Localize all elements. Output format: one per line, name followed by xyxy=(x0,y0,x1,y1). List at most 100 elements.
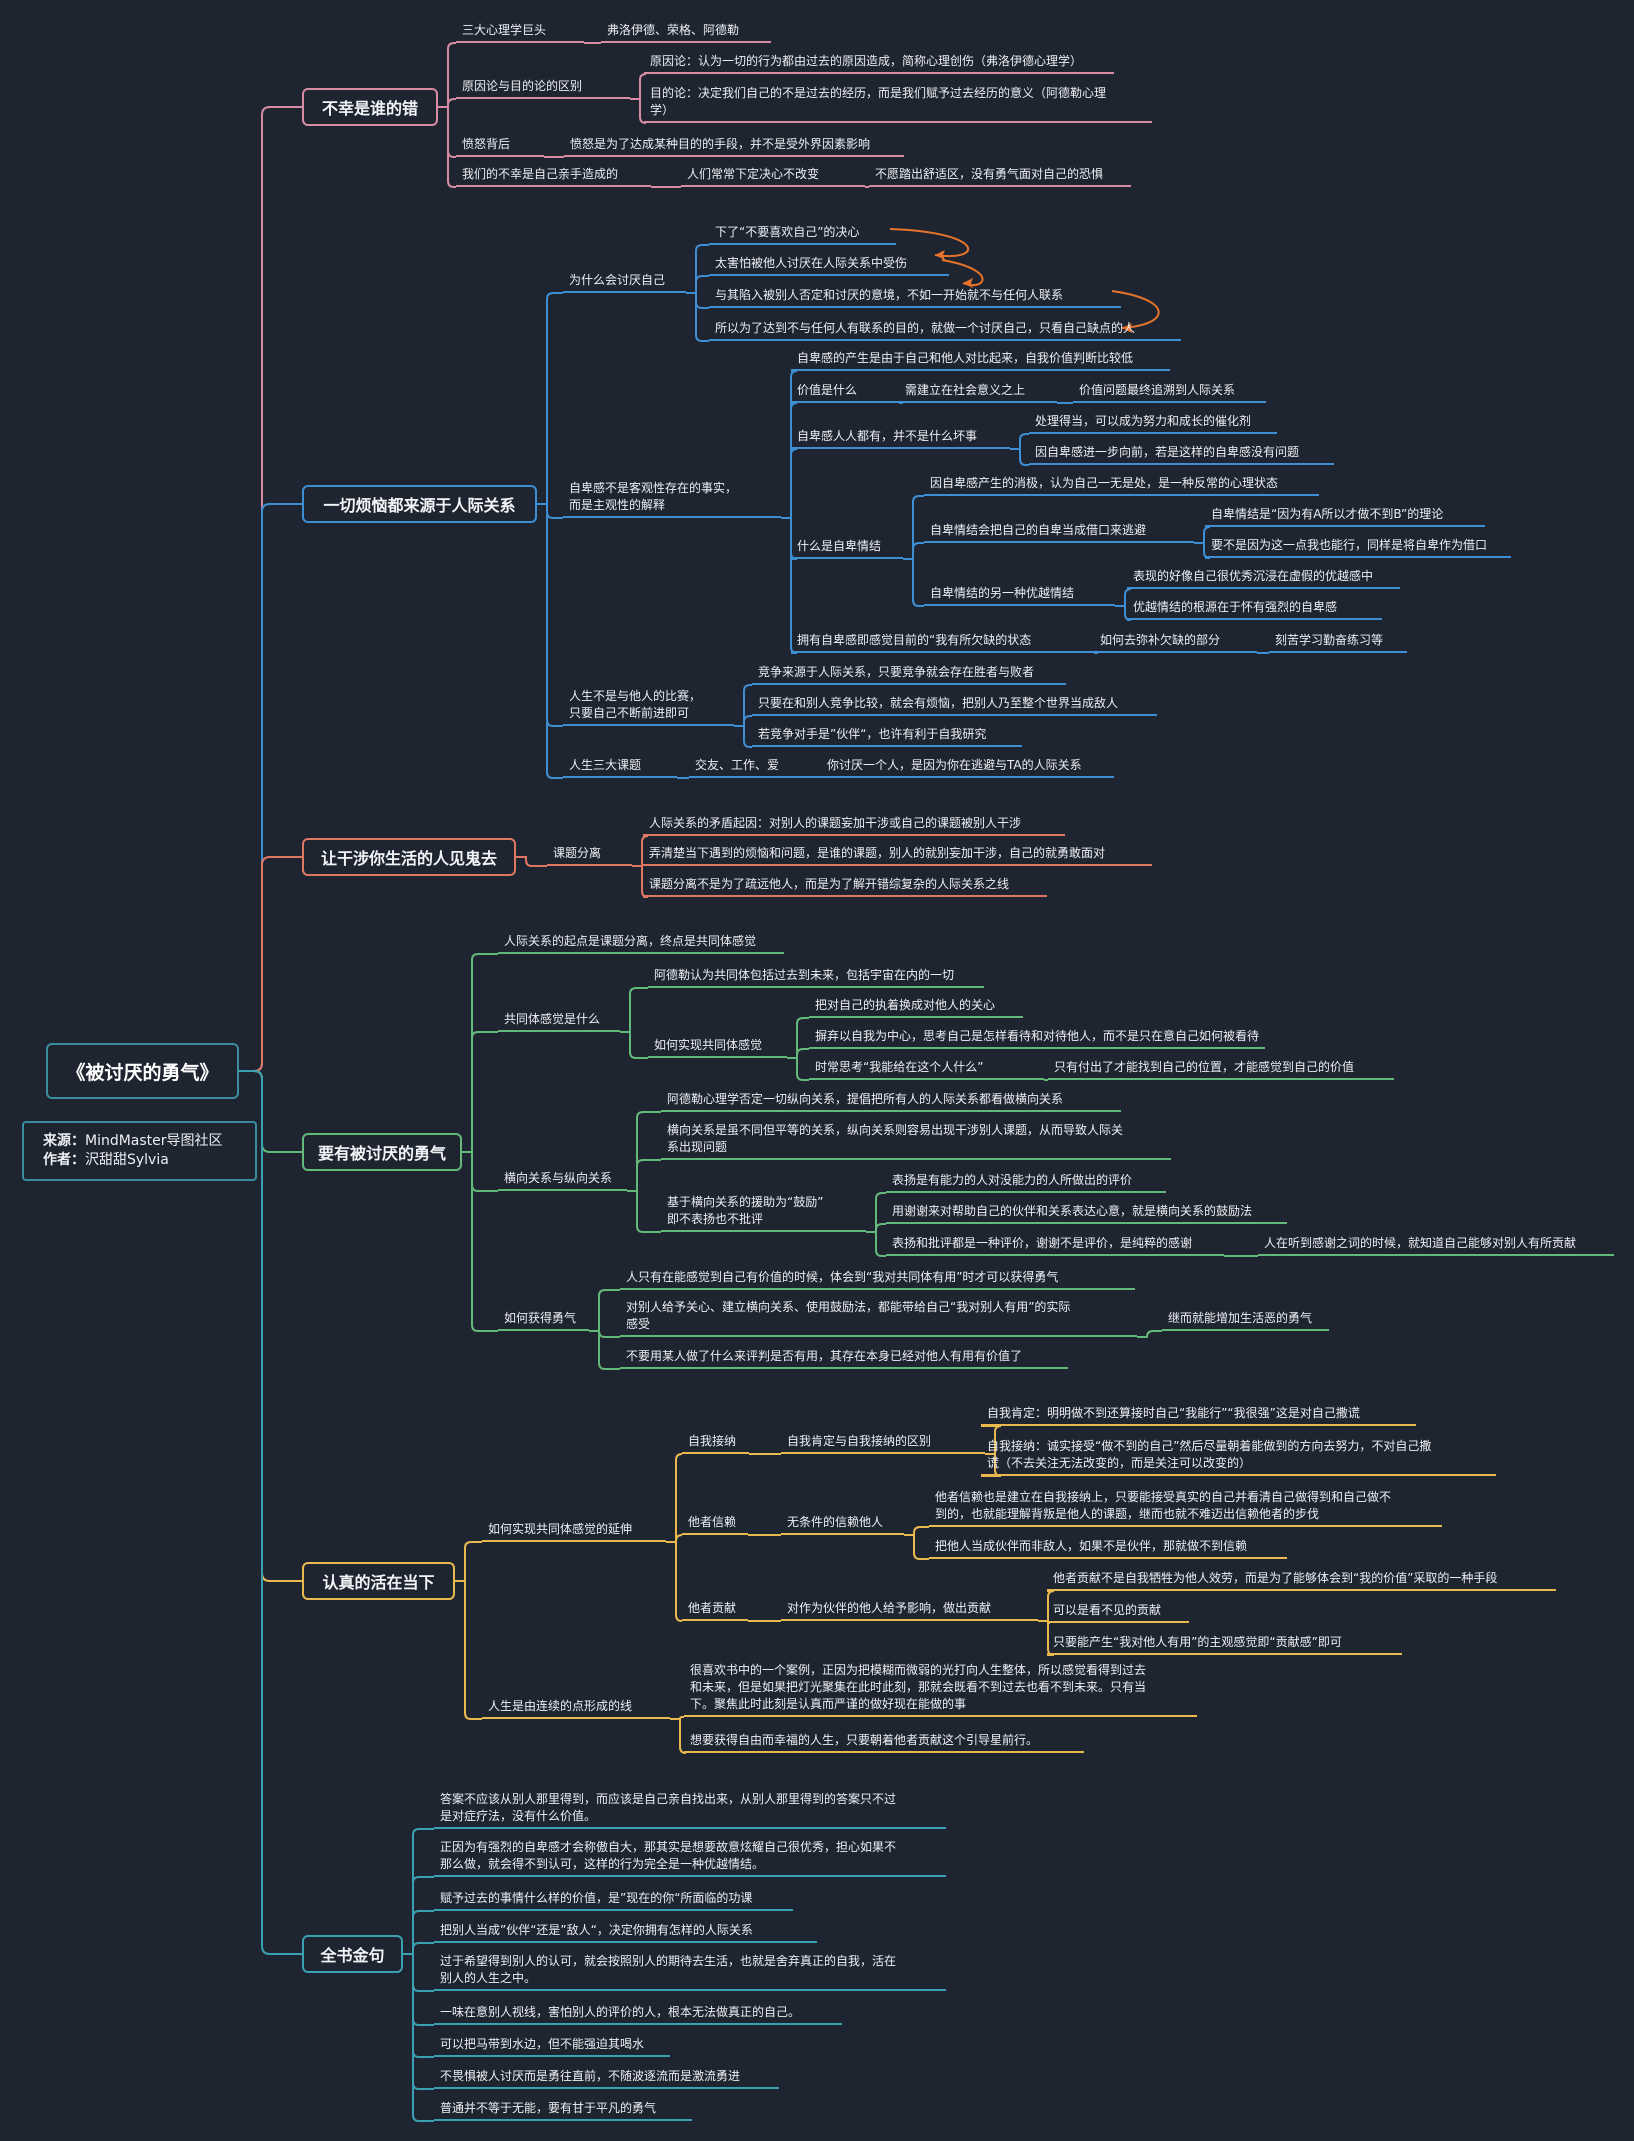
branch-topic-3[interactable]: 让干涉你生活的人见鬼去 xyxy=(302,838,516,876)
root-topic[interactable]: 《被讨厌的勇气》 xyxy=(46,1043,239,1099)
topic-node-2-4[interactable]: 与其陷入被别人否定和讨厌的意境，不如一开始就不与任何人联系 xyxy=(709,285,1121,308)
topic-node-2-9[interactable]: 需建立在社会意义之上 xyxy=(899,380,1057,403)
topic-node-2-29[interactable]: 人生三大课题 xyxy=(563,755,677,778)
topic-node-1-2[interactable]: 弗洛伊德、荣格、阿德勒 xyxy=(601,20,771,43)
topic-node-5-13[interactable]: 可以是看不见的贡献 xyxy=(1047,1600,1189,1623)
topic-node-2-23[interactable]: 如何去弥补欠缺的部分 xyxy=(1094,630,1257,653)
topic-node-4-16[interactable]: 人在听到感谢之词的时候，就知道自己能够对别人有所贡献 xyxy=(1258,1233,1614,1256)
topic-node-2-18[interactable]: 要不是因为这一点我也能行，同样是将自卑作为借口 xyxy=(1205,535,1511,558)
topic-node-4-11[interactable]: 横向关系是虽不同但平等的关系，纵向关系则容易出现干涉别人课题，从而导致人际关 系… xyxy=(661,1120,1171,1160)
topic-node-2-28[interactable]: 若竞争对手是”伙伴“，也许有利于自我研究 xyxy=(752,724,1022,747)
topic-node-2-17[interactable]: 自卑情结是“因为有A所以才做不到B”的理论 xyxy=(1205,504,1485,527)
topic-node-2-15[interactable]: 因自卑感产生的消极，认为自己一无是处，是一种反常的心理状态 xyxy=(924,473,1319,496)
topic-node-5-17[interactable]: 想要获得自由而幸福的人生，只要朝着他者贡献这个引导星前行。 xyxy=(684,1730,1084,1753)
topic-node-5-15[interactable]: 人生是由连续的点形成的线 xyxy=(482,1696,670,1719)
topic-node-5-8[interactable]: 他者信赖也是建立在自我接纳上，只要能接受真实的自己并看清自己做得到和自己做不 到… xyxy=(929,1487,1442,1527)
topic-node-5-4[interactable]: 自我肯定：明明做不到还算接时自己“我能行”“我很强”这是对自己撒谎 xyxy=(981,1403,1416,1426)
topic-node-2-20[interactable]: 表现的好像自己很优秀沉浸在虚假的优越感中 xyxy=(1127,566,1400,589)
topic-node-4-19[interactable]: 对别人给予关心、建立横向关系、使用鼓励法，都能带给自己“我对别人有用”的实际 感… xyxy=(620,1297,1137,1337)
topic-node-2-14[interactable]: 什么是自卑情结 xyxy=(791,536,903,559)
topic-node-2-25[interactable]: 人生不是与他人的比赛， 只要自己不断前进即可 xyxy=(563,686,734,726)
topic-node-5-7[interactable]: 无条件的信赖他人 xyxy=(781,1512,904,1535)
topic-node-1-3[interactable]: 原因论与目的论的区别 xyxy=(456,76,630,99)
topic-node-2-12[interactable]: 处理得当，可以成为努力和成长的催化剂 xyxy=(1029,411,1277,434)
topic-node-6-7[interactable]: 可以把马带到水边，但不能强迫其喝水 xyxy=(434,2034,670,2057)
topic-node-2-6[interactable]: 自卑感不是客观性存在的事实， 而是主观性的解释 xyxy=(563,478,781,518)
topic-node-5-1[interactable]: 如何实现共同体感觉的延伸 xyxy=(482,1519,666,1542)
topic-node-4-1[interactable]: 人际关系的起点是课题分离，终点是共同体感觉 xyxy=(498,931,784,954)
topic-node-6-3[interactable]: 赋予过去的事情什么样的价值，是”现在的你“所面临的功课 xyxy=(434,1888,793,1911)
topic-node-5-10[interactable]: 他者贡献 xyxy=(682,1598,748,1621)
topic-node-1-7[interactable]: 愤怒是为了达成某种目的的手段，并不是受外界因素影响 xyxy=(564,134,904,157)
topic-node-5-3[interactable]: 自我肯定与自我接纳的区别 xyxy=(781,1431,985,1454)
topic-node-2-1[interactable]: 为什么会讨厌自己 xyxy=(563,270,686,293)
topic-node-5-12[interactable]: 他者贡献不是自我牺牲为他人效劳，而是为了能够体会到“我的价值”采取的一种手段 xyxy=(1047,1568,1556,1591)
topic-node-5-2[interactable]: 自我接纳 xyxy=(682,1431,749,1454)
branch-topic-4[interactable]: 要有被讨厌的勇气 xyxy=(302,1133,462,1171)
topic-node-6-5[interactable]: 过于希望得到别人的认可，就会按照别人的期待去生活，也就是舍弃真正的自我，活在 别… xyxy=(434,1951,946,1991)
topic-node-3-4[interactable]: 课题分离不是为了疏远他人，而是为了解开错综复杂的人际关系之线 xyxy=(643,874,1047,897)
topic-node-2-26[interactable]: 竞争来源于人际关系，只要竞争就会存在胜者与败者 xyxy=(752,662,1066,685)
topic-node-2-8[interactable]: 价值是什么 xyxy=(791,380,903,403)
branch-topic-1[interactable]: 不幸是谁的错 xyxy=(302,88,438,126)
topic-node-4-12[interactable]: 基于横向关系的援助为“鼓励” 即不表扬也不批评 xyxy=(661,1192,866,1232)
topic-node-2-3[interactable]: 太害怕被他人讨厌在人际关系中受伤 xyxy=(709,253,949,276)
topic-node-1-6[interactable]: 愤怒背后 xyxy=(456,134,544,157)
topic-node-6-9[interactable]: 普通并不等于无能，要有甘于平凡的勇气 xyxy=(434,2098,692,2121)
topic-node-4-5[interactable]: 把对自己的执着换成对他人的关心 xyxy=(809,995,1023,1018)
topic-node-6-2[interactable]: 正因为有强烈的自卑感才会称傲自大，那其实是想要故意炫耀自己很优秀，担心如果不 那… xyxy=(434,1837,946,1877)
topic-node-4-13[interactable]: 表扬是有能力的人对没能力的人所做出的评价 xyxy=(886,1170,1166,1193)
topic-node-4-10[interactable]: 阿德勒心理学否定一切纵向关系，提倡把所有人的人际关系都看做横向关系 xyxy=(661,1089,1121,1112)
branch-topic-2[interactable]: 一切烦恼都来源于人际关系 xyxy=(302,485,537,523)
topic-node-5-11[interactable]: 对作为伙伴的他人给予影响，做出贡献 xyxy=(781,1598,1038,1621)
topic-node-4-3[interactable]: 阿德勒认为共同体包括过去到未来，包括宇宙在内的一切 xyxy=(648,965,984,988)
topic-node-2-11[interactable]: 自卑感人人都有，并不是什么坏事 xyxy=(791,426,1010,449)
topic-node-4-21[interactable]: 不要用某人做了什么来评判是否有用，其存在本身已经对他人有用有价值了 xyxy=(620,1346,1068,1369)
topic-node-1-4[interactable]: 原因论：认为一切的行为都由过去的原因造成，简称心理创伤（弗洛伊德心理学） xyxy=(644,51,1114,74)
topic-node-2-16[interactable]: 自卑情结会把自己的自卑当成借口来逃避 xyxy=(924,520,1194,543)
topic-node-4-7[interactable]: 时常思考“我能给在这个人什么” xyxy=(809,1057,1044,1080)
topic-node-6-6[interactable]: 一味在意别人视线，害怕别人的评价的人，根本无法做真正的自己。 xyxy=(434,2002,842,2025)
topic-node-5-14[interactable]: 只要能产生“我对他人有用”的主观感觉即“贡献感”即可 xyxy=(1047,1632,1402,1655)
topic-node-2-27[interactable]: 只要在和别人竞争比较，就会有烦恼，把别人乃至整个世界当成敌人 xyxy=(752,693,1157,716)
topic-node-1-8[interactable]: 我们的不幸是自己亲手造成的 xyxy=(456,164,651,187)
link-4-20 xyxy=(1137,1330,1162,1338)
topic-node-1-5[interactable]: 目的论：决定我们自己的不是过去的经历，而是我们赋予过去经历的意义（阿德勒心理 学… xyxy=(644,83,1152,123)
topic-node-2-2[interactable]: 下了“不要喜欢自己”的决心 xyxy=(709,222,896,245)
topic-node-4-8[interactable]: 只有付出了才能找到自己的位置，才能感觉到自己的价值 xyxy=(1048,1057,1394,1080)
topic-node-4-17[interactable]: 如何获得勇气 xyxy=(498,1308,589,1331)
topic-node-2-5[interactable]: 所以为了达到不与任何人有联系的目的，就做一个讨厌自己，只看自己缺点的人 xyxy=(709,318,1181,341)
topic-node-4-6[interactable]: 摒弃以自我为中心，思考自己是怎样看待和对待他人，而不是只在意自己如何被看待 xyxy=(809,1026,1265,1049)
topic-node-1-9[interactable]: 人们常常下定决心不改变 xyxy=(681,164,865,187)
topic-node-6-4[interactable]: 把别人当成”伙伴“还是”敌人“，决定你拥有怎样的人际关系 xyxy=(434,1920,817,1943)
topic-node-3-3[interactable]: 弄清楚当下遇到的烦恼和问题，是谁的课题，别人的就别妄加干涉，自己的就勇敢面对 xyxy=(643,843,1152,866)
topic-node-2-31[interactable]: 你讨厌一个人，是因为你在逃避与TA的人际关系 xyxy=(821,755,1114,778)
topic-node-4-18[interactable]: 人只有在能感觉到自己有价值的时候，体会到“我对共同体有用”时才可以获得勇气 xyxy=(620,1267,1135,1290)
topic-node-4-9[interactable]: 横向关系与纵向关系 xyxy=(498,1168,627,1191)
topic-node-3-1[interactable]: 课题分离 xyxy=(547,843,632,866)
topic-node-1-10[interactable]: 不愿踏出舒适区，没有勇气面对自己的恐惧 xyxy=(869,164,1131,187)
topic-node-2-22[interactable]: 拥有自卑感即感觉目前的“我有所欠缺的状态 xyxy=(791,630,1098,653)
topic-node-2-30[interactable]: 交友、工作、爱 xyxy=(689,755,821,778)
topic-node-4-15[interactable]: 表扬和批评都是一种评价，谢谢不是评价，是纯粹的感谢 xyxy=(886,1233,1224,1256)
topic-node-2-19[interactable]: 自卑情结的另一种优越情结 xyxy=(924,583,1115,606)
topic-node-6-1[interactable]: 答案不应该从别人那里得到，而应该是自己亲自找出来，从别人那里得到的答案只不过 是… xyxy=(434,1789,946,1829)
topic-node-2-24[interactable]: 刻苦学习勤奋练习等 xyxy=(1269,630,1407,653)
topic-node-2-7[interactable]: 自卑感的产生是由于自己和他人对比起来，自我价值判断比较低 xyxy=(791,348,1170,371)
topic-node-4-4[interactable]: 如何实现共同体感觉 xyxy=(648,1035,787,1058)
topic-node-5-6[interactable]: 他者信赖 xyxy=(682,1512,748,1535)
branch-topic-6[interactable]: 全书金句 xyxy=(302,1935,403,1973)
topic-node-3-2[interactable]: 人际关系的矛盾起因：对别人的课题妄加干涉或自己的课题被别人干涉 xyxy=(643,813,1065,836)
topic-node-4-2[interactable]: 共同体感觉是什么 xyxy=(498,1009,620,1032)
topic-node-2-13[interactable]: 因自卑感进一步向前，若是这样的自卑感没有问题 xyxy=(1029,442,1334,465)
topic-node-2-21[interactable]: 优越情结的根源在于怀有强烈的自卑感 xyxy=(1127,597,1382,620)
topic-node-4-14[interactable]: 用谢谢来对帮助自己的伙伴和关系表达心意，就是横向关系的鼓励法 xyxy=(886,1201,1287,1224)
topic-node-5-9[interactable]: 把他人当成伙伴而非敌人，如果不是伙伴，那就做不到信赖 xyxy=(929,1536,1287,1559)
topic-node-5-5[interactable]: 自我接纳：诚实接受“做不到的自己”然后尽量朝着能做到的方向去努力，不对自己撒 谎… xyxy=(981,1436,1496,1476)
topic-node-4-20[interactable]: 继而就能增加生活恶的勇气 xyxy=(1162,1308,1329,1331)
topic-node-5-16[interactable]: 很喜欢书中的一个案例，正因为把模糊而微弱的光打向人生整体，所以感觉看得到过去 和… xyxy=(684,1660,1197,1717)
branch-topic-5[interactable]: 认真的活在当下 xyxy=(302,1562,455,1600)
topic-node-1-1[interactable]: 三大心理学巨头 xyxy=(456,20,584,43)
topic-node-2-10[interactable]: 价值问题最终追溯到人际关系 xyxy=(1073,380,1266,403)
topic-node-6-8[interactable]: 不畏惧被人讨厌而是勇往直前，不随波逐流而是激流勇进 xyxy=(434,2066,779,2089)
